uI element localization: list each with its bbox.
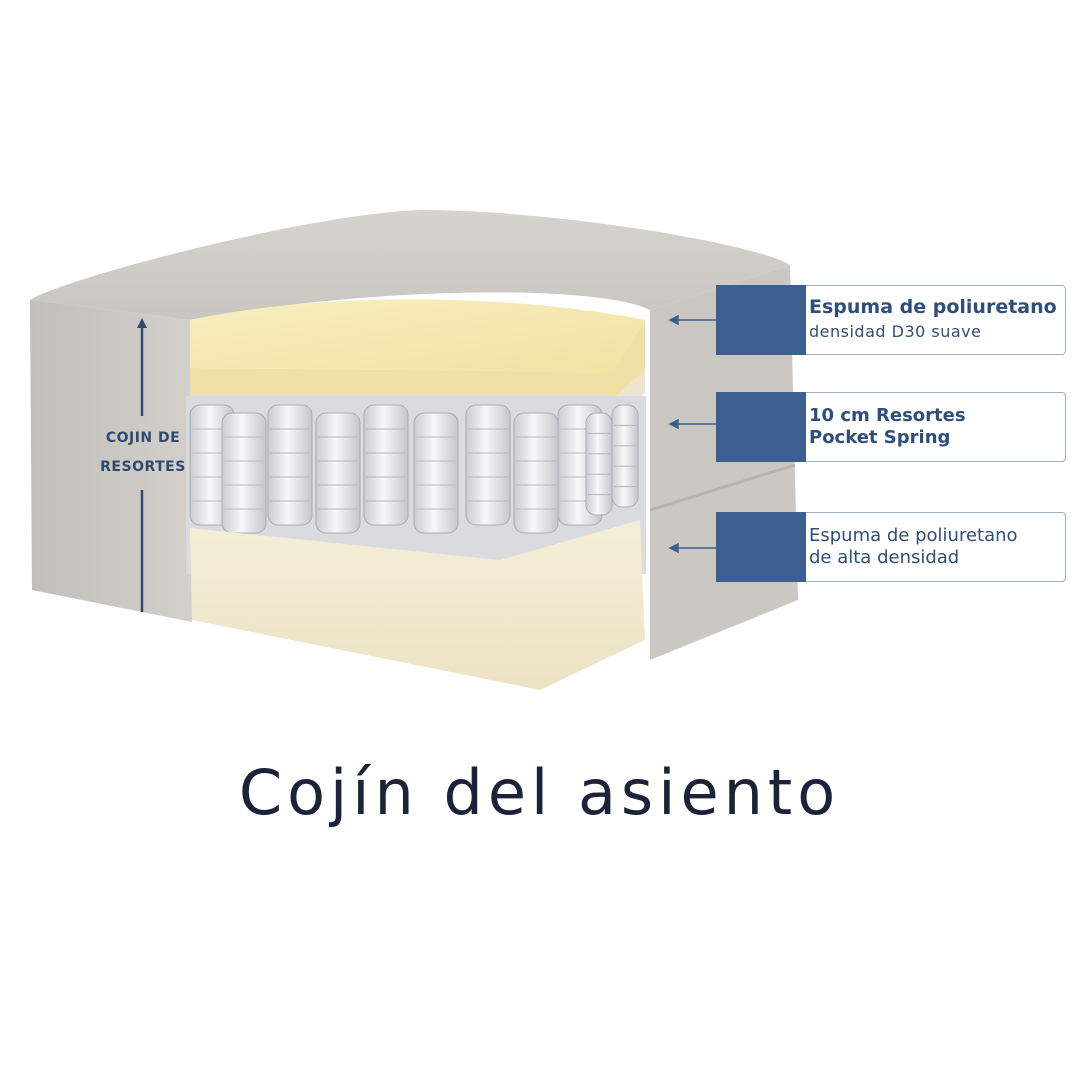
- spring-coil: [267, 404, 313, 526]
- spring-cushion-label: COJIN DE RESORTES: [88, 424, 198, 482]
- callout-pocket-spring-subtitle: Pocket Spring: [809, 427, 951, 448]
- callout-tab: [716, 512, 806, 582]
- spring-coil: [513, 412, 559, 534]
- spring-coils: [189, 404, 639, 534]
- spring-coil: [363, 404, 409, 526]
- callout-base-foam: Espuma de poliuretano de alta densidad: [716, 512, 1066, 582]
- callout-pocket-spring: 10 cm Resortes Pocket Spring: [716, 392, 1066, 462]
- spring-coil: [315, 412, 361, 534]
- callout-tab: [716, 392, 806, 462]
- base-foam-layer: [190, 520, 645, 690]
- callout-comfort-foam-title: Espuma de poliuretano: [809, 296, 1057, 318]
- callout-comfort-foam-subtitle: densidad D30 suave: [809, 322, 982, 341]
- callout-comfort-foam: Espuma de poliuretano densidad D30 suave: [716, 285, 1066, 355]
- cushion-top-fabric: [30, 210, 790, 320]
- spring-coil: [465, 404, 511, 526]
- cushion-left-fabric: [30, 300, 192, 622]
- spring-coil: [413, 412, 459, 534]
- spring-coil: [585, 412, 613, 516]
- comfort-foam-layer: [190, 299, 645, 372]
- spring-coil: [611, 404, 639, 508]
- callout-pocket-spring-title: 10 cm Resortes: [809, 405, 966, 426]
- callout-base-foam-subtitle: de alta densidad: [809, 547, 960, 568]
- page-caption: Cojín del asiento: [238, 756, 841, 829]
- spring-cushion-label-line2: RESORTES: [100, 459, 186, 475]
- spring-cushion-label-line1: COJIN DE: [105, 430, 181, 446]
- callout-base-foam-title: Espuma de poliuretano: [809, 525, 1018, 546]
- spring-coil: [221, 412, 267, 534]
- callout-tab: [716, 285, 806, 355]
